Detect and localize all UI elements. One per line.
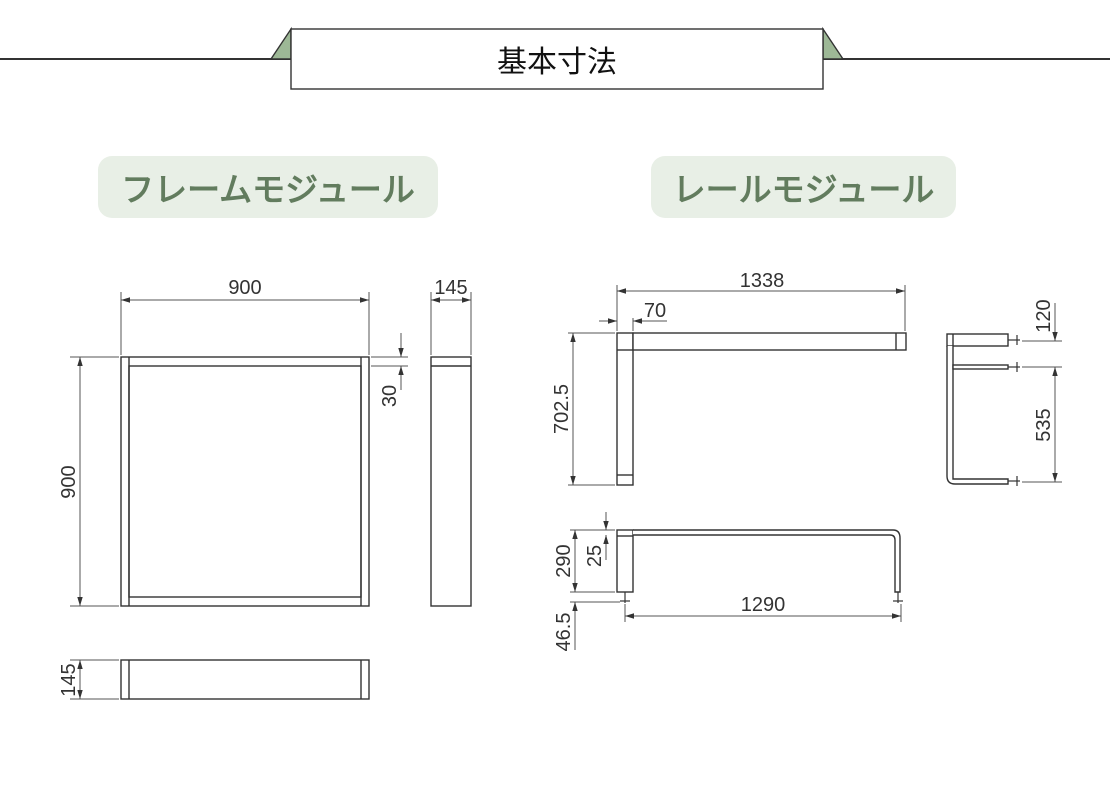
rail-top-offset-label: 120 bbox=[1033, 299, 1055, 332]
rail-depth-label: 702.5 bbox=[551, 384, 573, 434]
left-tab-decoration bbox=[269, 26, 292, 60]
rail-front-dimension-lines bbox=[570, 512, 902, 650]
rail-post-label: 70 bbox=[644, 300, 666, 322]
frame-front-view bbox=[120, 356, 370, 607]
rail-length-label: 1338 bbox=[740, 270, 785, 292]
rail-side-dimension-lines bbox=[1022, 303, 1062, 483]
rail-bar-label: 25 bbox=[584, 545, 606, 567]
rail-top-view bbox=[616, 332, 907, 486]
rail-top-dimension-lines bbox=[568, 285, 906, 486]
rail-span-label: 535 bbox=[1033, 408, 1055, 441]
rail-bolt-label: 46.5 bbox=[553, 613, 575, 652]
frame-side-view bbox=[430, 356, 472, 607]
page-title: 基本寸法 bbox=[497, 45, 617, 80]
frame-bottom-view bbox=[120, 659, 370, 700]
rail-module-heading: レールモジュール bbox=[651, 156, 956, 218]
rail-leg-span-label: 1290 bbox=[741, 594, 786, 616]
title-box bbox=[290, 28, 824, 90]
rail-front-view bbox=[616, 529, 903, 603]
frame-bottom-depth-label: 145 bbox=[58, 663, 80, 696]
rail-height-label: 290 bbox=[553, 544, 575, 577]
right-tab-decoration bbox=[822, 26, 845, 60]
frame-height-label: 900 bbox=[58, 465, 80, 498]
frame-dimension-lines bbox=[70, 292, 472, 700]
rail-side-view bbox=[946, 333, 1020, 486]
frame-depth-label: 145 bbox=[434, 277, 467, 299]
frame-width-label: 900 bbox=[228, 277, 261, 299]
frame-module-heading: フレームモジュール bbox=[98, 156, 438, 218]
frame-member-label: 30 bbox=[379, 385, 401, 407]
